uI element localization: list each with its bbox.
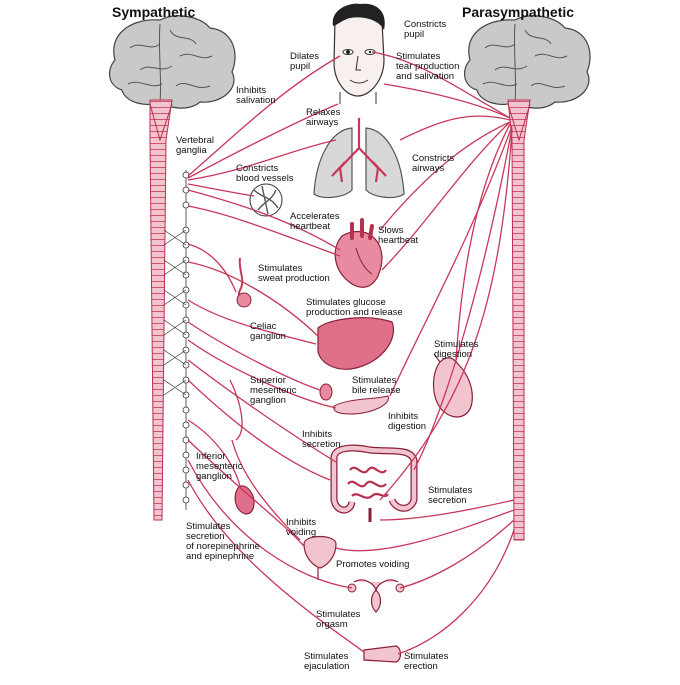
- label-stimulates-bile: Stimulates bile release: [352, 375, 401, 396]
- label-stimulates-secretion: Stimulates secretion: [428, 485, 473, 506]
- parasympathetic-title: Parasympathetic: [462, 4, 575, 20]
- label-stimulates-glucose: Stimulates glucose production and releas…: [306, 297, 403, 318]
- label-constricts-airways: Constricts airways: [412, 153, 455, 174]
- pancreas: [333, 395, 389, 415]
- label-inhibits-secretion: Inhibits secretion: [302, 429, 341, 450]
- label-slows-heartbeat: Slows heartbeat: [378, 225, 419, 246]
- liver: [317, 317, 394, 370]
- sympathetic-title: Sympathetic: [112, 4, 196, 20]
- sympathetic-chain: [163, 170, 190, 510]
- lungs: [313, 118, 405, 199]
- label-superior-mesenteric: Superior mesenteric ganglion: [250, 375, 297, 406]
- left-spinal-cord: [149, 99, 173, 521]
- label-stimulates-erection: Stimulates erection: [404, 651, 449, 672]
- sweat-gland: [236, 257, 252, 308]
- label-stimulates-sweat: Stimulates sweat production: [258, 263, 330, 284]
- label-stimulates-norepinephrine: Stimulates secretion of norepinephrine a…: [186, 521, 260, 562]
- face: [332, 3, 385, 104]
- label-inhibits-salivation: Inhibits salivation: [236, 85, 276, 106]
- left-brain: [108, 15, 236, 109]
- sympathetic-nerves: [187, 55, 365, 653]
- label-stimulates-ejaculation: Stimulates ejaculation: [304, 651, 350, 672]
- label-stimulates-digestion: Stimulates digestion: [434, 339, 479, 360]
- label-dilates-pupil: Dilates pupil: [290, 51, 320, 72]
- right-brain: [463, 15, 591, 109]
- label-inhibits-voiding: Inhibits voiding: [286, 517, 317, 538]
- bladder: [303, 535, 337, 580]
- label-vertebral-ganglia: Vertebral ganglia: [176, 135, 215, 156]
- penis: [363, 645, 402, 663]
- label-celiac-ganglion: Celiac ganglion: [250, 321, 286, 342]
- kidney: [234, 485, 255, 515]
- blood-vessels: [249, 183, 283, 217]
- label-constricts-pupil: Constricts pupil: [404, 19, 447, 40]
- heart: [334, 218, 383, 288]
- label-stimulates-tear: Stimulates tear production and salivatio…: [396, 51, 460, 82]
- label-inferior-mesenteric: Inferior mesenteric ganglion: [196, 451, 243, 482]
- right-spinal-cord: [507, 99, 531, 541]
- uterus: [347, 579, 405, 613]
- label-stimulates-orgasm: Stimulates orgasm: [316, 609, 361, 630]
- label-accelerates-heartbeat: Accelerates heartbeat: [290, 211, 340, 232]
- intestines: [330, 444, 418, 522]
- parasympathetic-nerves: [335, 51, 515, 655]
- label-promotes-voiding: Promotes voiding: [336, 559, 410, 570]
- label-inhibits-digestion: Inhibits digestion: [388, 411, 427, 432]
- gallbladder: [319, 383, 333, 401]
- label-relaxes-airways: Relaxes airways: [306, 107, 341, 128]
- label-constricts-blood-vessels: Constricts blood vessels: [236, 163, 294, 184]
